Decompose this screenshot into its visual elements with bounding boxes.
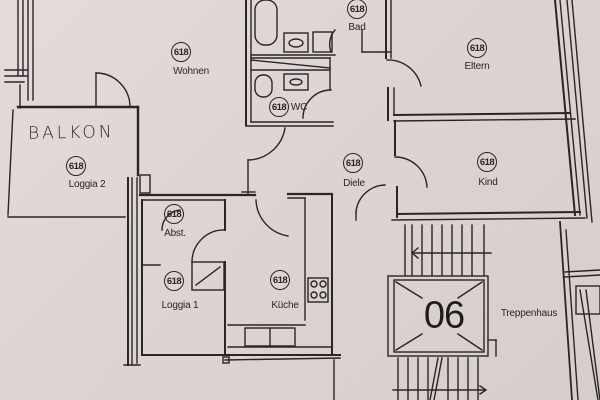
bathroom-block [245, 0, 391, 127]
room-label-wohnen: Wohnen [173, 66, 209, 77]
kitchen-block [123, 174, 341, 400]
handwritten-balkon-note: BALKON [27, 122, 115, 144]
room-badge-diele: 618 [343, 153, 363, 173]
room-label-bad: Bad [348, 22, 366, 33]
bedroom-walls [385, 0, 593, 223]
left-window [4, 0, 34, 109]
room-label-diele: Diele [343, 178, 365, 189]
staircase [387, 221, 600, 400]
room-badge-eltern: 618 [467, 38, 487, 58]
room-badge-abst: 618 [164, 204, 184, 224]
hall-doors [241, 127, 386, 237]
room-label-wc: WC [290, 102, 308, 113]
room-label-kueche: Küche [271, 300, 299, 311]
room-badge-wc: 618 [269, 97, 289, 117]
room-label-kind: Kind [478, 177, 498, 188]
room-label-loggia1: Loggia 1 [161, 300, 199, 311]
room-badge-loggia1: 618 [164, 271, 184, 291]
loggia2-walls [7, 72, 140, 218]
stairwell-number: 06 [423, 294, 465, 337]
room-badge-kind: 618 [477, 152, 497, 172]
room-badge-wohnen: 618 [171, 42, 191, 62]
room-label-loggia2: Loggia 2 [68, 179, 106, 190]
room-badge-kueche: 618 [270, 270, 290, 290]
room-label-abst: Abst. [164, 228, 186, 239]
room-badge-bad: 618 [347, 0, 367, 19]
room-label-treppenhaus: Treppenhaus [500, 308, 558, 319]
room-label-eltern: Eltern [464, 61, 490, 72]
room-badge-loggia2: 618 [66, 156, 86, 176]
